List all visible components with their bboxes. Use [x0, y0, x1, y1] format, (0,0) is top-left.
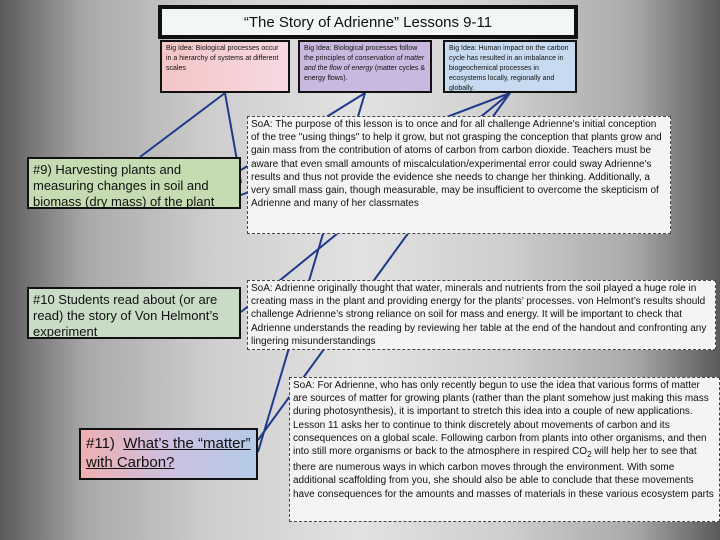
big-idea-2-text-b: (matter cycles & energy flows). [304, 65, 426, 82]
lesson-11-title: What’s the “matter” with Carbon? [86, 435, 251, 471]
big-idea-1: Big Idea: Biological processes occur in … [160, 40, 290, 93]
lesson-9-box: #9) Harvesting plants and measuring chan… [27, 157, 241, 209]
lesson-10-box: #10 Students read about (or are read) th… [27, 287, 241, 339]
lesson-10-description: SoA: Adrienne originally thought that wa… [247, 280, 716, 350]
co2-subscript: 2 [587, 449, 592, 460]
big-idea-2: Big Idea: Biological processes follow th… [298, 40, 432, 93]
lesson-11-prefix: #11) [86, 435, 124, 452]
lesson-11-description: SoA: For Adrienne, who has only recently… [289, 377, 720, 522]
big-idea-2-emphasis: conservation of matter and the flow of e… [304, 55, 425, 72]
lesson-9-description: SoA: The purpose of this lesson is to on… [247, 116, 671, 234]
page-title: “The Story of Adrienne” Lessons 9-11 [158, 5, 578, 39]
page-title-text: “The Story of Adrienne” Lessons 9-11 [243, 13, 493, 31]
big-idea-1-label: Big Idea: [166, 45, 194, 52]
big-idea-3-text: Human impact on the carbon cycle has res… [449, 45, 569, 92]
big-idea-3: Big Idea: Human impact on the carbon cyc… [443, 40, 577, 93]
lesson-10-text: #10 Students read about (or are read) th… [33, 292, 219, 339]
lesson-9-description-text: SoA: The purpose of this lesson is to on… [251, 119, 662, 210]
connector-idea1-lesson9 [139, 92, 226, 158]
lesson-10-description-text: SoA: Adrienne originally thought that wa… [251, 283, 707, 347]
big-idea-2-text-a: Biological processes follow the principl… [304, 45, 418, 62]
lesson-11-description-text-b: will help her to see that there are nume… [293, 446, 714, 500]
lesson-9-text: #9) Harvesting plants and measuring chan… [33, 162, 215, 209]
big-idea-1-text: Biological processes occur in a hierarch… [166, 45, 279, 72]
big-idea-2-label: Big Idea: [304, 45, 332, 52]
lesson-11-box: #11) What’s the “matter” with Carbon? [79, 428, 258, 480]
lesson-11-description-text-a: SoA: For Adrienne, who has only recently… [293, 380, 709, 458]
big-idea-3-label: Big Idea: [449, 45, 477, 52]
